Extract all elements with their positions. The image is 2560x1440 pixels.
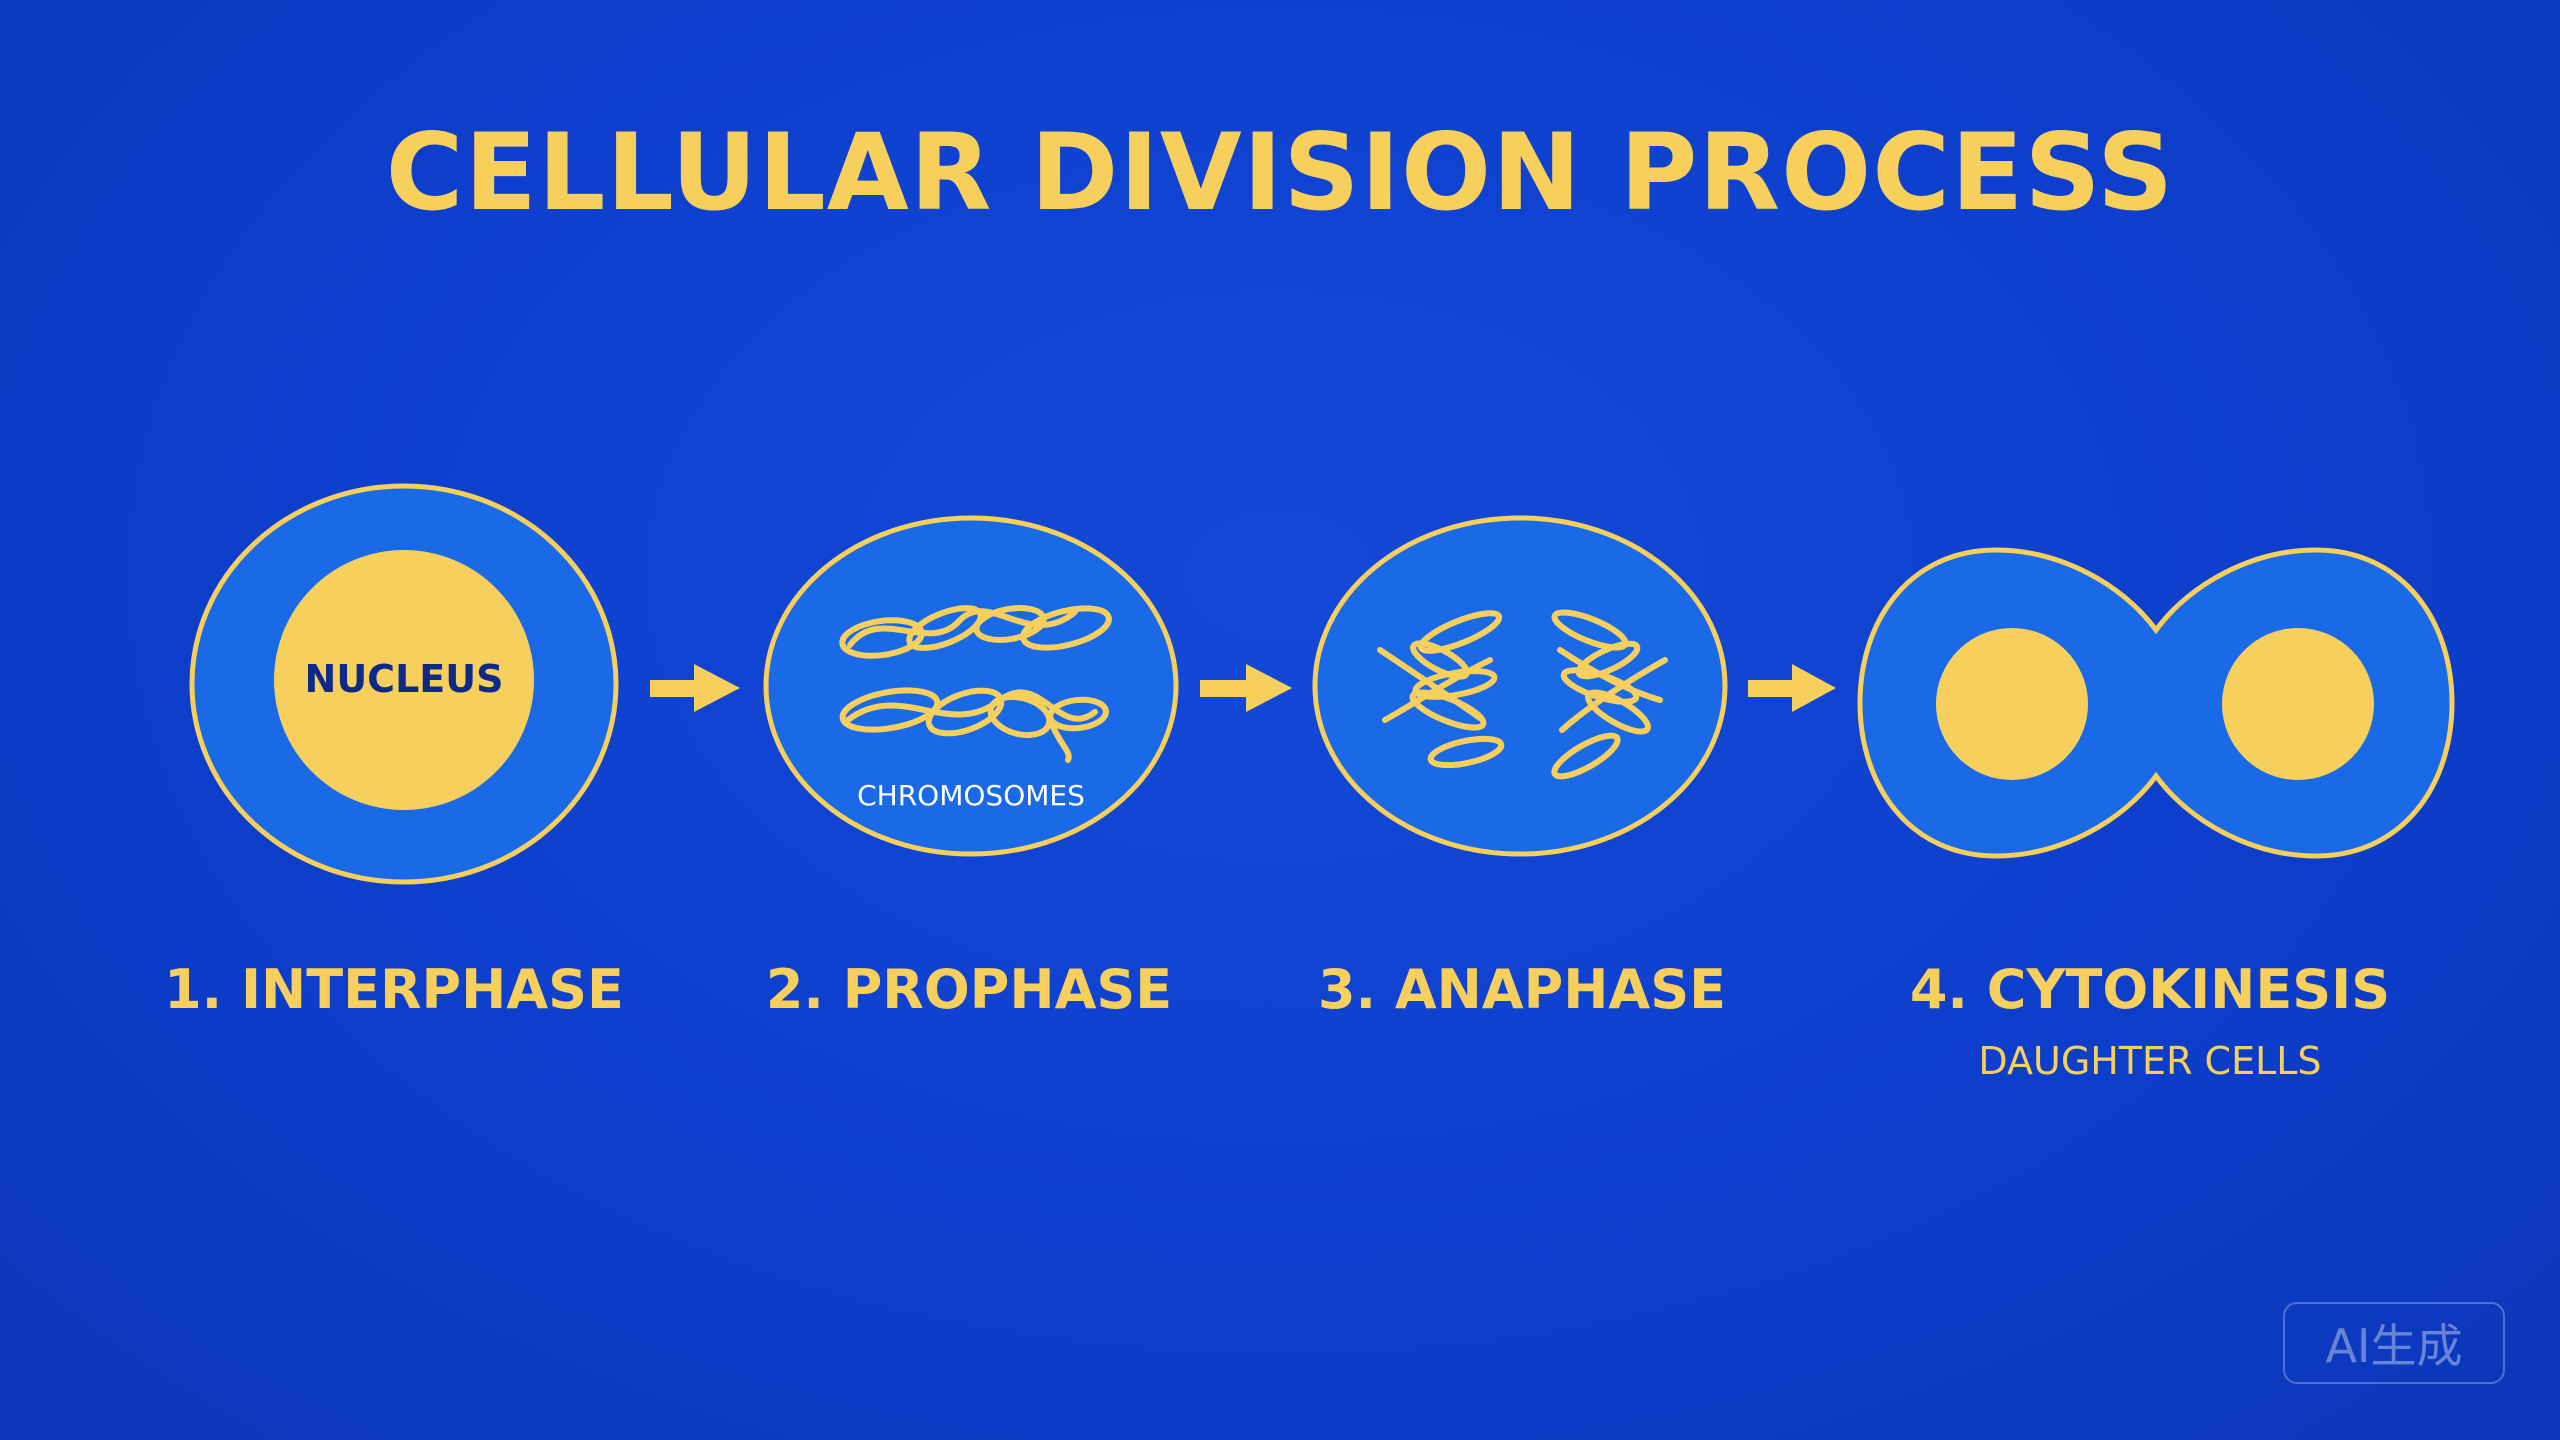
prophase-membrane [763,515,1179,857]
arrow-3-icon [1748,664,1836,712]
chromatids-left [1377,610,1505,769]
stage-label-prophase: 2. PROPHASE [765,958,1173,1021]
daughter-cells-label: DAUGHTER CELLS [1978,1039,2322,1083]
ai-generated-watermark: AI生成 [2283,1302,2505,1384]
interphase-cell [189,483,619,885]
interphase-nucleus [274,550,534,810]
daughter-nucleus-right [2222,628,2374,780]
chromosomes-label: CHROMOSOMES [857,779,1085,812]
arrow-1-icon [650,664,740,712]
anaphase-cell [1312,515,1728,857]
nucleus-label: NUCLEUS [304,657,504,701]
stage-label-anaphase: 3. ANAPHASE [1317,958,1726,1021]
chromatids-right [1551,609,1668,780]
anaphase-membrane [1312,515,1728,857]
arrow-2-icon [1200,664,1292,712]
stage-label-cytokinesis: 4. CYTOKINESIS [1909,958,2391,1021]
cytokinesis-cell [1857,547,2455,859]
daughter-nucleus-left [1936,628,2088,780]
prophase-cell [763,515,1179,857]
stage-label-interphase: 1. INTERPHASE [164,958,624,1021]
chromosomes-cluster [839,605,1112,763]
diagram-title: CELLULAR DIVISION PROCESS [385,111,2175,234]
